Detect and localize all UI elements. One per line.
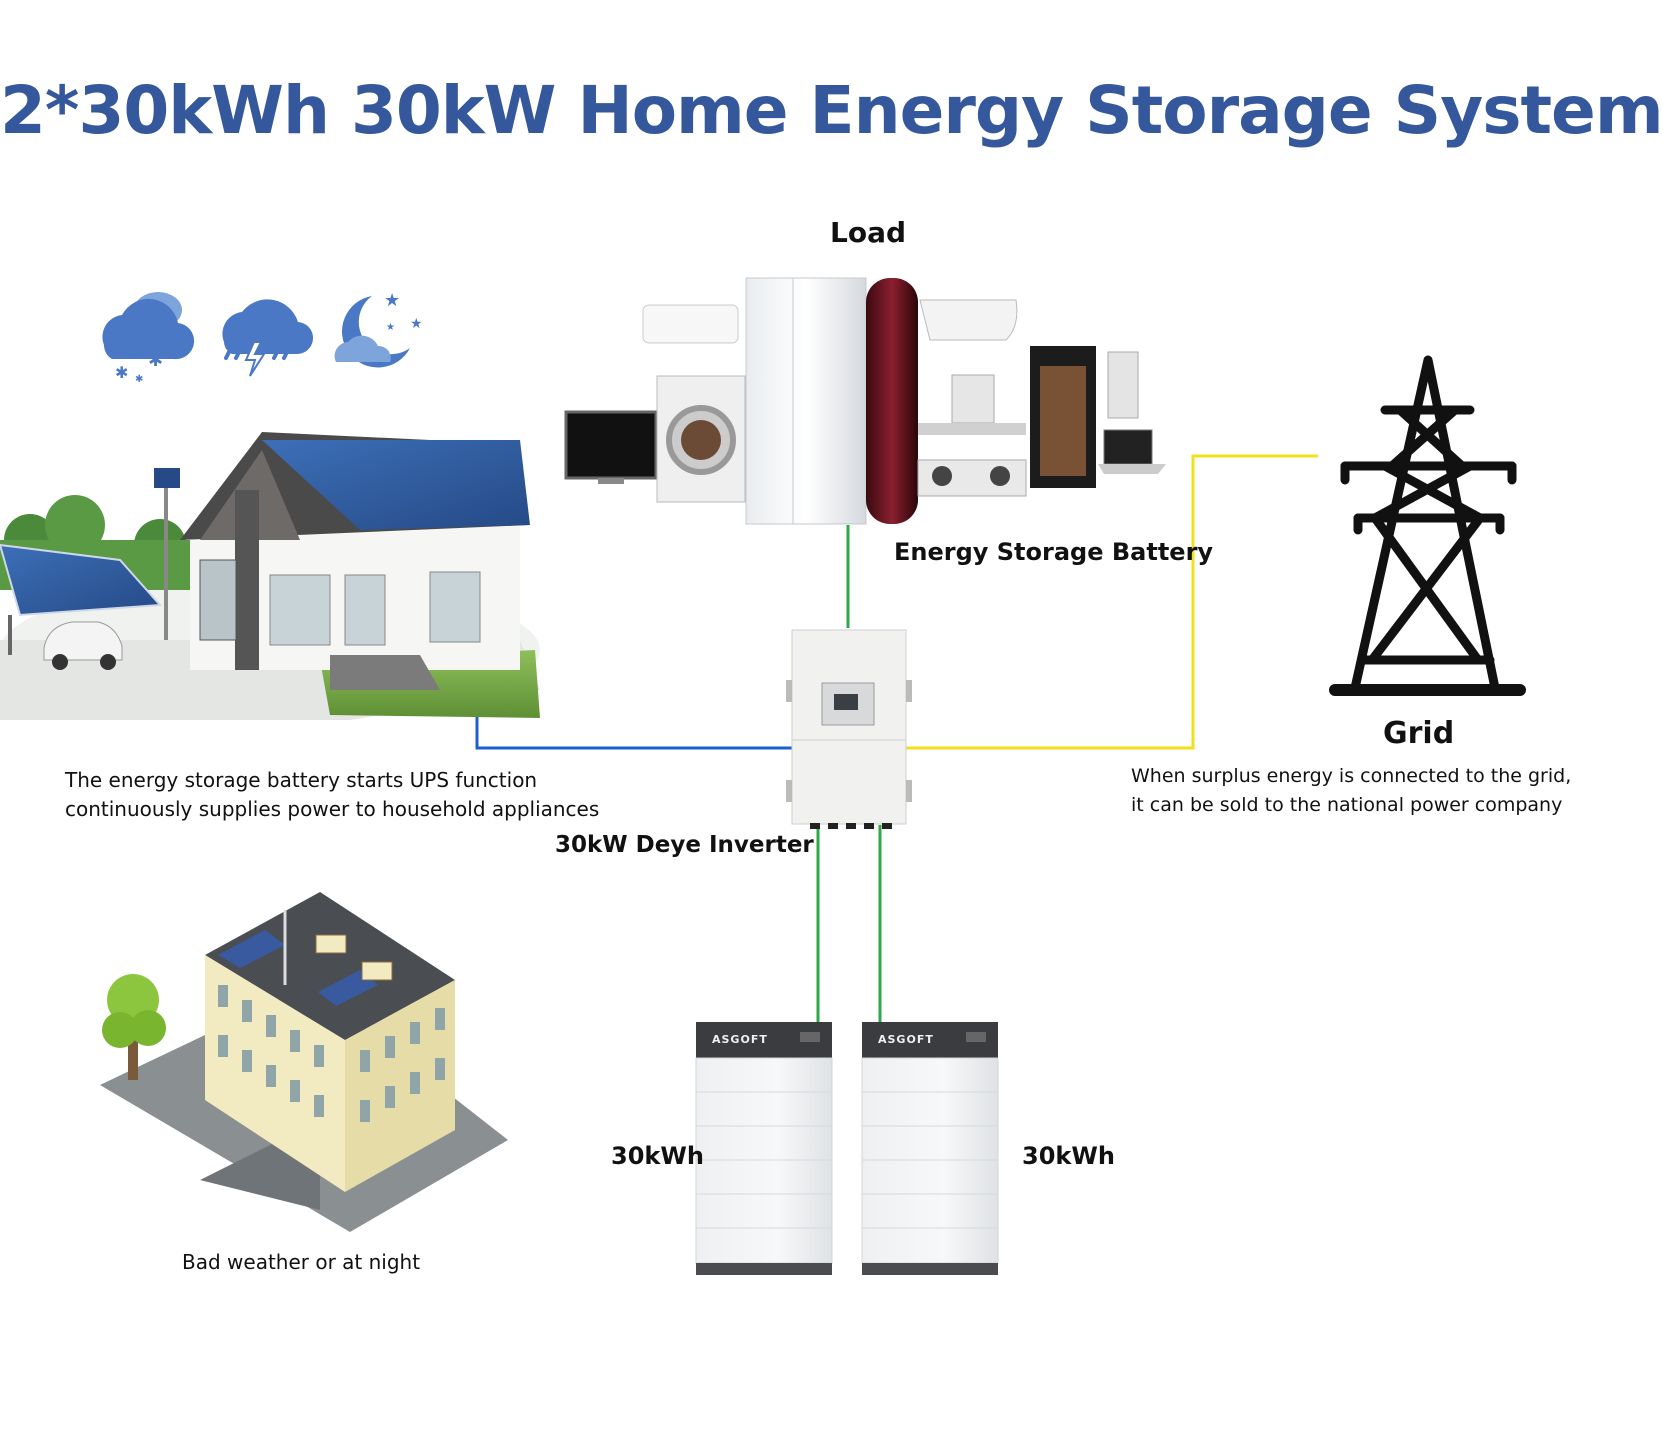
battery-left-capacity-label: 30kWh	[611, 1142, 704, 1170]
cloud-storm-icon	[222, 299, 314, 377]
page-title: 2*30kWh 30kW Home Energy Storage System	[0, 72, 1663, 149]
energy-storage-battery-label: Energy Storage Battery	[894, 538, 1214, 566]
svg-text:★: ★	[384, 290, 400, 311]
ups-description-line-2: continuously supplies power to household…	[65, 797, 600, 821]
battery-right-brand: ASGOFT	[878, 1033, 934, 1046]
office-building-illustration	[100, 892, 508, 1232]
ups-description-line-1: The energy storage battery starts UPS fu…	[65, 768, 538, 792]
grid-description: When surplus energy is connected to the …	[1131, 762, 1571, 820]
svg-text:✱: ✱	[135, 374, 143, 385]
svg-text:✱: ✱	[115, 363, 128, 382]
svg-text:★: ★	[386, 322, 395, 333]
power-tower-icon	[1329, 355, 1526, 696]
grid-description-line-1: When surplus energy is connected to the …	[1131, 765, 1572, 787]
grid-description-line-2: it can be sold to the national power com…	[1131, 794, 1563, 816]
battery-right-capacity-label: 30kWh	[1022, 1142, 1115, 1170]
battery-left	[695, 1022, 833, 1275]
system-diagram: ✱ ✱ ✱ ★ ★ ★	[0, 277, 1526, 1275]
night-caption: Bad weather or at night	[182, 1250, 421, 1274]
house-illustration	[0, 432, 540, 720]
load-label: Load	[830, 216, 907, 249]
inverter-to-grid-line	[905, 454, 1318, 750]
cloud-snow-icon: ✱ ✱ ✱	[102, 292, 195, 385]
inverter-device	[786, 629, 912, 829]
battery-left-brand: ASGOFT	[712, 1033, 768, 1046]
moon-cloud-icon: ★ ★ ★	[334, 290, 423, 368]
battery-right	[861, 1022, 999, 1275]
svg-text:✱: ✱	[148, 350, 163, 371]
inverter-label: 30kW Deye Inverter	[555, 832, 814, 858]
ups-description: The energy storage battery starts UPS fu…	[65, 766, 599, 824]
grid-label: Grid	[1383, 716, 1455, 751]
load-appliances	[564, 277, 1166, 525]
svg-text:★: ★	[410, 316, 423, 332]
